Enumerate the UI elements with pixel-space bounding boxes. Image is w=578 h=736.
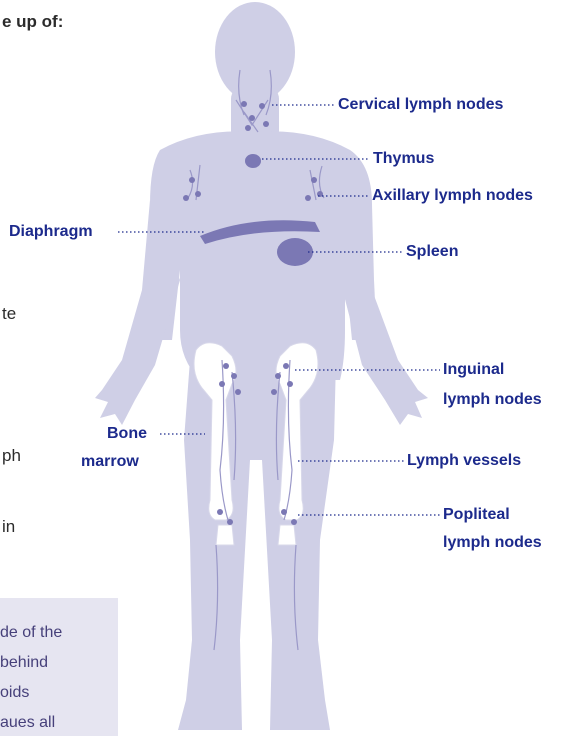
thymus-shape [245,154,261,168]
label-cervical-lymph-nodes: Cervical lymph nodes [338,94,503,116]
label-spleen: Spleen [406,241,458,263]
label-inguinal-1: Inguinal [443,359,504,381]
label-diaphragm: Diaphragm [9,221,93,243]
label-lymph-vessels: Lymph vessels [407,450,521,472]
label-thymus: Thymus [373,148,434,170]
spleen-shape [277,238,313,266]
label-axillary-lymph-nodes: Axillary lymph nodes [372,185,533,207]
label-popliteal-1: Popliteal [443,504,510,526]
label-marrow: marrow [81,451,139,473]
label-bone: Bone [107,423,147,445]
label-inguinal-2: lymph nodes [443,389,542,411]
label-popliteal-2: lymph nodes [443,532,542,554]
